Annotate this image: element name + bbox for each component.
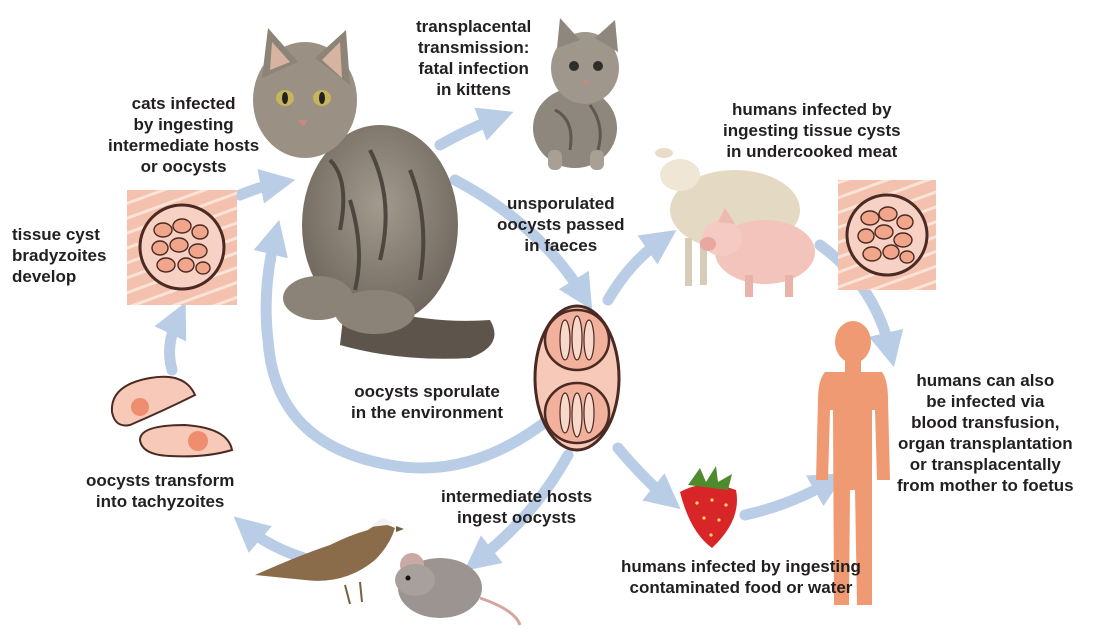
mouse-icon	[395, 553, 520, 625]
arrow-tissuecyst-to-cat	[240, 183, 278, 195]
arrow-bird-to-tachyzoites	[247, 528, 310, 560]
pig-icon	[700, 208, 815, 297]
tachyzoite-icon	[112, 377, 232, 457]
sparrow-icon	[255, 518, 404, 604]
arrow-cat-to-kitten	[440, 118, 497, 145]
arrow-oocyst-to-strawberry	[618, 448, 667, 498]
kitten-icon	[533, 18, 619, 170]
oocyst-icon	[535, 306, 619, 450]
tissue-cyst-meat-icon	[838, 180, 936, 290]
arrow-strawberry-to-human	[745, 482, 830, 515]
arrow-tachyzoites-to-tissuecyst	[170, 318, 178, 370]
strawberry-icon	[680, 466, 737, 548]
tissue-cyst-icon	[127, 190, 237, 305]
